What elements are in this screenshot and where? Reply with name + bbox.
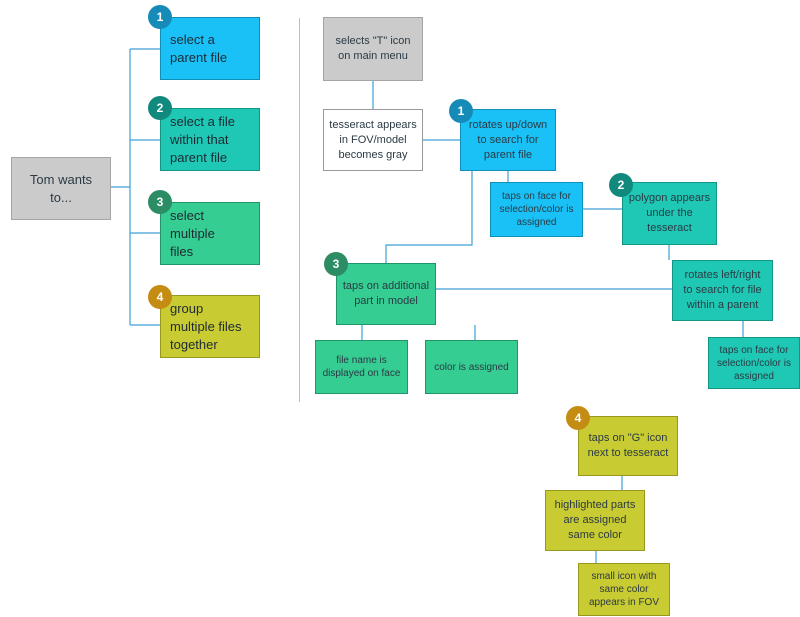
tesseract-node: tesseract appears in FOV/model becomes g… [323, 109, 423, 171]
root-label: Tom wants to... [29, 171, 93, 205]
step4-label: taps on "G" icon next to tesseract [587, 432, 669, 459]
step4-highlight-node: highlighted parts are assigned same colo… [545, 490, 645, 551]
goal-badge-1: 1 [148, 5, 172, 29]
goal-badge-4: 4 [148, 285, 172, 309]
start-label: selects "T" icon on main menu [335, 35, 411, 62]
step4-highlight-label: highlighted parts are assigned same colo… [554, 499, 636, 541]
goal-label: select multiple files [170, 207, 215, 259]
step3-label: taps on additional part in model [342, 280, 430, 307]
step2-tap-node: taps on face for selection/color is assi… [708, 337, 800, 389]
step2-badge: 2 [609, 173, 633, 197]
root-node: Tom wants to... [11, 157, 111, 220]
tesseract-label: tesseract appears in FOV/model becomes g… [329, 118, 417, 161]
step1-label: rotates up/down to search for parent fil… [468, 118, 548, 161]
goal-label: select a file within that parent file [170, 113, 236, 165]
step1-tap-node: taps on face for selection/color is assi… [490, 182, 583, 237]
step4-node: taps on "G" icon next to tesseract [578, 416, 678, 476]
step3-node: taps on additional part in model [336, 263, 436, 325]
goal-badge-2: 2 [148, 96, 172, 120]
step2-node: polygon appears under the tesseract [622, 182, 717, 245]
step4-icon-node: small icon with same color appears in FO… [578, 563, 670, 616]
step4-badge: 4 [566, 406, 590, 430]
goal-label: group multiple files together [170, 300, 242, 352]
step2-label: polygon appears under the tesseract [628, 192, 711, 234]
step3-color-node: color is assigned [425, 340, 518, 394]
goal-select-multiple-files: select multiple files [160, 202, 260, 265]
step2-rotate-node: rotates left/right to search for file wi… [672, 260, 773, 321]
connector [385, 171, 473, 263]
section-divider [299, 18, 300, 402]
start-node: selects "T" icon on main menu [323, 17, 423, 81]
goal-badge-3: 3 [148, 190, 172, 214]
step2-rotate-label: rotates left/right to search for file wi… [683, 269, 762, 311]
goal-label: select a parent file [170, 31, 228, 65]
step1-tap-label: taps on face for selection/color is assi… [499, 191, 574, 228]
step3-color-label: color is assigned [434, 361, 509, 373]
step2-tap-label: taps on face for selection/color is assi… [717, 344, 791, 382]
step1-badge: 1 [449, 99, 473, 123]
step1-node: rotates up/down to search for parent fil… [460, 109, 556, 171]
step3-badge: 3 [324, 252, 348, 276]
step3-name-label: file name is displayed on face [322, 355, 401, 379]
goal-select-file-within-parent: select a file within that parent file [160, 108, 260, 171]
goal-group-multiple-files: group multiple files together [160, 295, 260, 358]
step4-icon-label: small icon with same color appears in FO… [588, 571, 660, 608]
step3-name-node: file name is displayed on face [315, 340, 408, 394]
goal-select-parent-file: select a parent file [160, 17, 260, 80]
